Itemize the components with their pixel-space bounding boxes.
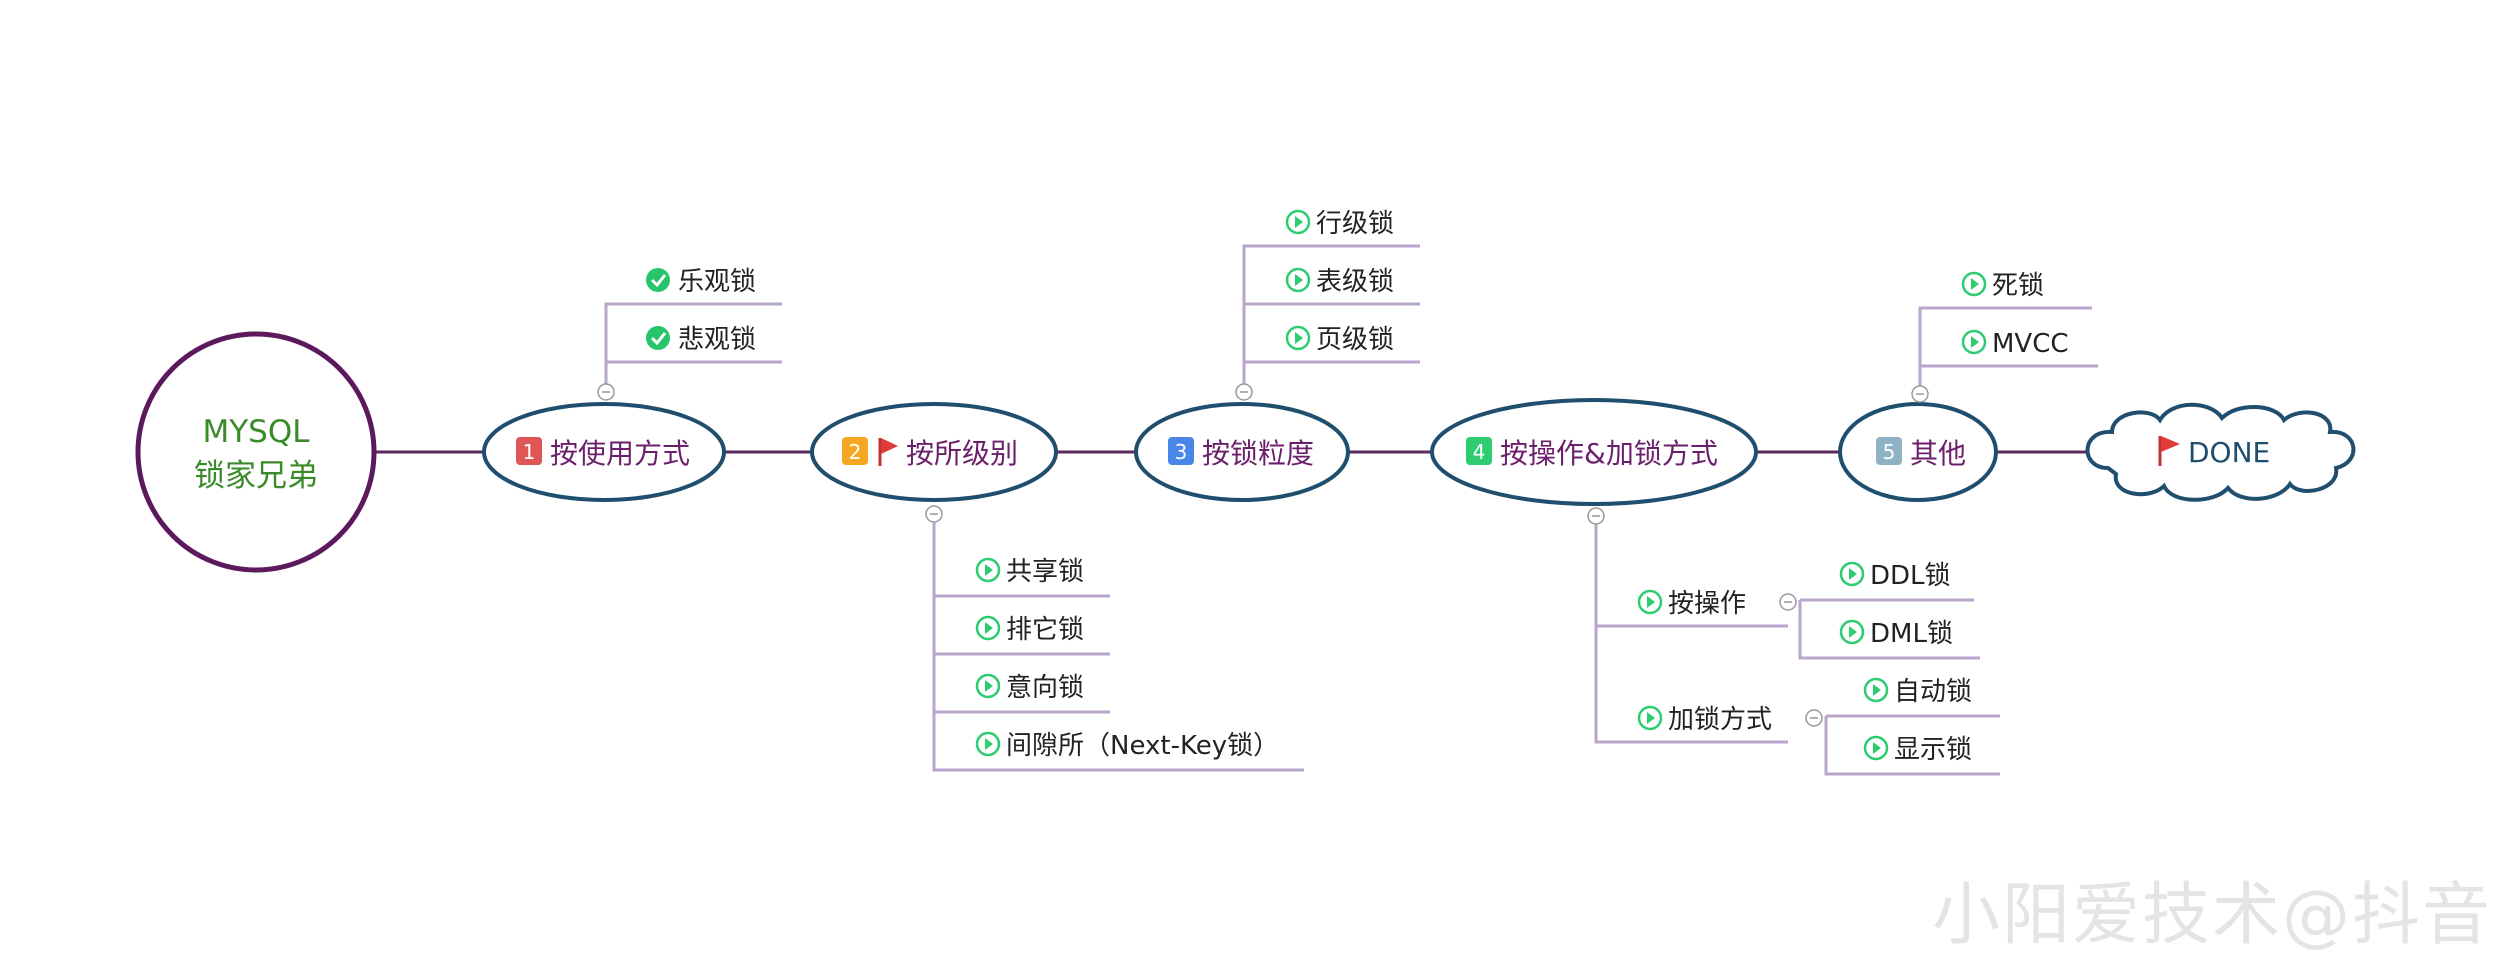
branch-other[interactable]: 5 其他 <box>1838 402 1998 502</box>
branch-level-children <box>932 514 1304 772</box>
child-label: 共享锁 <box>1006 557 1084 587</box>
child-label: DML锁 <box>1870 619 1953 649</box>
done-node[interactable]: DONE <box>2085 402 2356 502</box>
root-node[interactable]: MYSQL 锁家兄弟 <box>135 331 377 573</box>
child-label: 显示锁 <box>1894 735 1972 765</box>
play-circle-icon <box>1863 735 1889 761</box>
child-label: 表级锁 <box>1316 267 1394 297</box>
play-circle-icon <box>975 731 1001 757</box>
priority-5-number: 5 <box>1883 440 1896 464</box>
priority-1-number: 1 <box>523 440 536 464</box>
priority-4-number: 4 <box>1473 440 1486 464</box>
list-item[interactable]: 按操作 <box>1637 589 1746 619</box>
root-title-line1: MYSQL <box>202 414 310 450</box>
play-circle-icon <box>975 615 1001 641</box>
list-item[interactable]: 共享锁 <box>975 557 1084 587</box>
list-item[interactable]: 自动锁 <box>1863 677 1972 707</box>
child-label: MVCC <box>1992 329 2069 359</box>
play-circle-icon <box>1285 209 1311 235</box>
list-item[interactable]: MVCC <box>1961 329 2069 359</box>
child-label: 页级锁 <box>1316 325 1394 355</box>
child-label: 加锁方式 <box>1668 705 1772 735</box>
root-title-line2: 锁家兄弟 <box>194 458 318 494</box>
list-item[interactable]: 表级锁 <box>1285 267 1394 297</box>
list-item[interactable]: 意向锁 <box>975 673 1084 703</box>
child-label: 自动锁 <box>1894 677 1972 707</box>
branch-granularity[interactable]: 3 按锁粒度 <box>1134 402 1350 502</box>
list-item[interactable]: 乐观锁 <box>646 267 756 297</box>
check-circle-icon <box>646 268 670 292</box>
collapse-toggle-lock-mode[interactable] <box>1805 709 1823 727</box>
play-circle-icon <box>1285 325 1311 351</box>
play-circle-icon <box>1285 267 1311 293</box>
branch-level-label: 按所级别 <box>906 437 1018 470</box>
play-circle-icon <box>1839 561 1865 587</box>
branch-operation-children <box>1594 516 2000 776</box>
check-circle-icon <box>646 326 670 350</box>
collapse-toggle-by-operation[interactable] <box>1779 593 1797 611</box>
child-label: 死锁 <box>1992 271 2044 301</box>
branch-operation-label: 按操作&加锁方式 <box>1500 437 1718 470</box>
list-item[interactable]: DDL锁 <box>1839 561 1951 591</box>
list-item[interactable]: 加锁方式 <box>1637 705 1772 735</box>
priority-1-badge <box>516 437 542 465</box>
collapse-toggle-operation[interactable] <box>1587 507 1605 525</box>
list-item[interactable]: 页级锁 <box>1285 325 1394 355</box>
branch-other-children <box>1918 306 2098 394</box>
child-label: DDL锁 <box>1870 561 1951 591</box>
list-item[interactable]: 死锁 <box>1961 271 2044 301</box>
list-item[interactable]: 显示锁 <box>1863 735 1972 765</box>
list-item[interactable]: 行级锁 <box>1285 209 1394 239</box>
play-circle-icon <box>975 673 1001 699</box>
list-item[interactable]: 间隙所（Next-Key锁） <box>975 731 1279 761</box>
priority-4-badge <box>1466 437 1492 465</box>
child-label: 悲观锁 <box>678 325 756 355</box>
child-label: 行级锁 <box>1316 209 1394 239</box>
play-circle-icon <box>1961 271 1987 297</box>
branch-level[interactable]: 2 按所级别 <box>810 402 1058 502</box>
collapse-toggle-level[interactable] <box>925 505 943 523</box>
branch-operation[interactable]: 4 按操作&加锁方式 <box>1430 398 1758 506</box>
play-circle-icon <box>1637 589 1663 615</box>
child-label: 按操作 <box>1668 589 1746 619</box>
priority-3-badge <box>1168 437 1194 465</box>
branch-granularity-children <box>1242 244 1420 392</box>
play-circle-icon <box>1961 329 1987 355</box>
list-item[interactable]: 悲观锁 <box>646 325 756 355</box>
collapse-toggle-usage[interactable] <box>597 383 615 401</box>
play-circle-icon <box>1839 619 1865 645</box>
collapse-toggle-granularity[interactable] <box>1235 383 1253 401</box>
priority-5-badge <box>1876 437 1902 465</box>
child-label: 乐观锁 <box>678 267 756 297</box>
watermark: 小阳爱技术@抖音 <box>1931 876 2492 955</box>
branch-usage[interactable]: 1 按使用方式 <box>482 402 726 502</box>
branch-usage-children <box>604 302 782 392</box>
play-circle-icon <box>1863 677 1889 703</box>
child-label: 间隙所（Next-Key锁） <box>1006 731 1279 761</box>
list-item[interactable]: DML锁 <box>1839 619 1953 649</box>
branch-other-label: 其他 <box>1910 437 1966 470</box>
priority-2-badge <box>842 437 868 465</box>
child-label: 意向锁 <box>1006 673 1084 703</box>
child-label: 排它锁 <box>1006 615 1084 645</box>
red-flag-icon <box>878 438 898 466</box>
priority-2-number: 2 <box>849 440 862 464</box>
done-label: DONE <box>2188 436 2270 469</box>
branch-granularity-label: 按锁粒度 <box>1202 437 1314 470</box>
branch-usage-label: 按使用方式 <box>550 437 690 470</box>
play-circle-icon <box>1637 705 1663 731</box>
collapse-toggle-other[interactable] <box>1911 385 1929 403</box>
play-circle-icon <box>975 557 1001 583</box>
list-item[interactable]: 排它锁 <box>975 615 1084 645</box>
priority-3-number: 3 <box>1175 440 1188 464</box>
red-flag-icon <box>2158 436 2180 466</box>
